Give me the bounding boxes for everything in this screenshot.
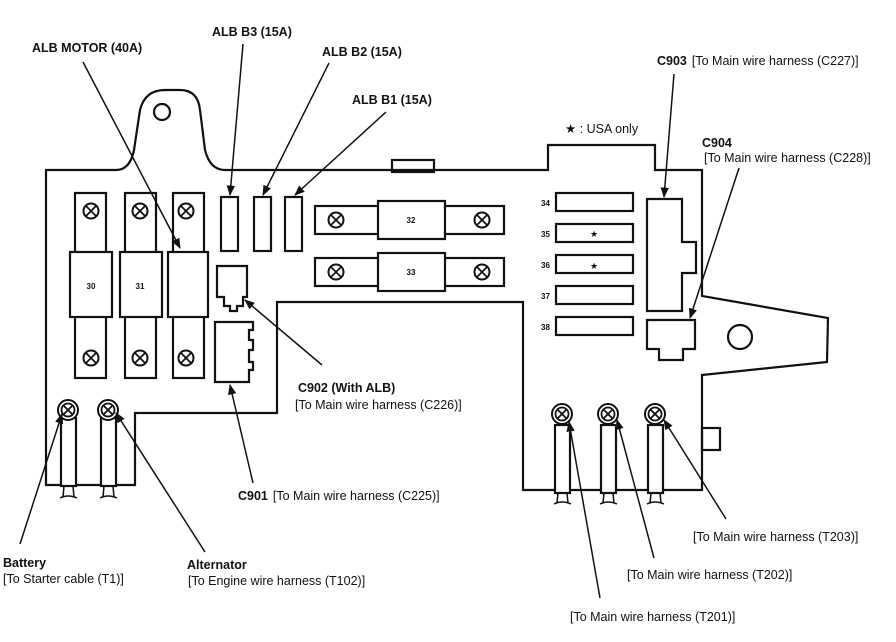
alb-b2-fuse[interactable] [252, 195, 273, 253]
alb-b3-fuse[interactable] [219, 195, 240, 253]
housing-tab-right [700, 426, 722, 452]
fuse-33[interactable]: 33 [313, 251, 506, 293]
housing-tab-top [390, 158, 436, 174]
svg-text:37: 37 [541, 292, 550, 301]
mounting-hole-top [152, 102, 172, 122]
alb-motor-fuse[interactable] [166, 191, 210, 380]
svg-text:30: 30 [87, 282, 96, 291]
c903-label: C903[To Main wire harness (C227)] [657, 54, 859, 68]
alternator-desc: [To Engine wire harness (T102)] [188, 574, 365, 588]
c902-connector[interactable] [215, 264, 249, 313]
alternator-name: Alternator [187, 558, 247, 572]
c904-desc: [To Main wire harness (C228)] [704, 151, 871, 165]
battery-name: Battery [3, 556, 46, 570]
fuse-box-housing [44, 88, 830, 492]
usa-only-star-icon: ★ [590, 262, 598, 272]
svg-text:34: 34 [541, 199, 550, 208]
fuse-34[interactable]: 34 [541, 191, 635, 213]
svg-text:33: 33 [407, 268, 416, 277]
usa-only-star-icon: ★ [565, 122, 576, 136]
svg-text:38: 38 [541, 323, 550, 332]
t202-label: [To Main wire harness (T202)] [627, 568, 792, 582]
large-fuse-30[interactable]: 30 [68, 191, 114, 380]
usa-only-legend: ★ : USA only [565, 122, 639, 136]
fuse-37[interactable]: 37 [541, 284, 635, 306]
c901-label: C901[To Main wire harness (C225)] [238, 489, 440, 503]
t201-label: [To Main wire harness (T201)] [570, 610, 735, 624]
mounting-hole-right [726, 323, 754, 351]
fuse-38[interactable]: 38 [541, 315, 635, 337]
alb-b1-fuse[interactable] [283, 195, 304, 253]
large-fuse-31[interactable]: 31 [118, 191, 164, 380]
c904-connector[interactable] [645, 318, 697, 362]
alb-motor-label: ALB MOTOR (40A) [32, 41, 142, 55]
battery-desc: [To Starter cable (T1)] [3, 572, 124, 586]
usa-only-star-icon: ★ [590, 230, 598, 240]
c901-connector[interactable] [213, 320, 255, 384]
t203-label: [To Main wire harness (T203)] [693, 530, 858, 544]
fuse-36[interactable]: 36 ★ [541, 253, 635, 275]
alb-b1-label: ALB B1 (15A) [352, 93, 432, 107]
battery-terminal[interactable] [57, 399, 79, 499]
alternator-terminal[interactable] [97, 399, 119, 499]
fuse-35[interactable]: 35 ★ [541, 222, 635, 244]
c904-name: C904 [702, 136, 732, 150]
leader-lines [19, 43, 740, 599]
svg-text:36: 36 [541, 261, 550, 270]
alb-b2-label: ALB B2 (15A) [322, 45, 402, 59]
svg-text:31: 31 [136, 282, 145, 291]
terminal-t202[interactable] [597, 403, 619, 505]
alb-b3-label: ALB B3 (15A) [212, 25, 292, 39]
c902-desc: [To Main wire harness (C226)] [295, 398, 462, 412]
terminal-t203[interactable] [644, 403, 666, 505]
terminal-t201[interactable] [551, 403, 573, 505]
c903-connector[interactable] [645, 197, 698, 313]
c902-name: C902 (With ALB) [298, 381, 395, 395]
svg-text:35: 35 [541, 230, 550, 239]
svg-text:32: 32 [407, 216, 416, 225]
fuse-32[interactable]: 32 [313, 199, 506, 241]
